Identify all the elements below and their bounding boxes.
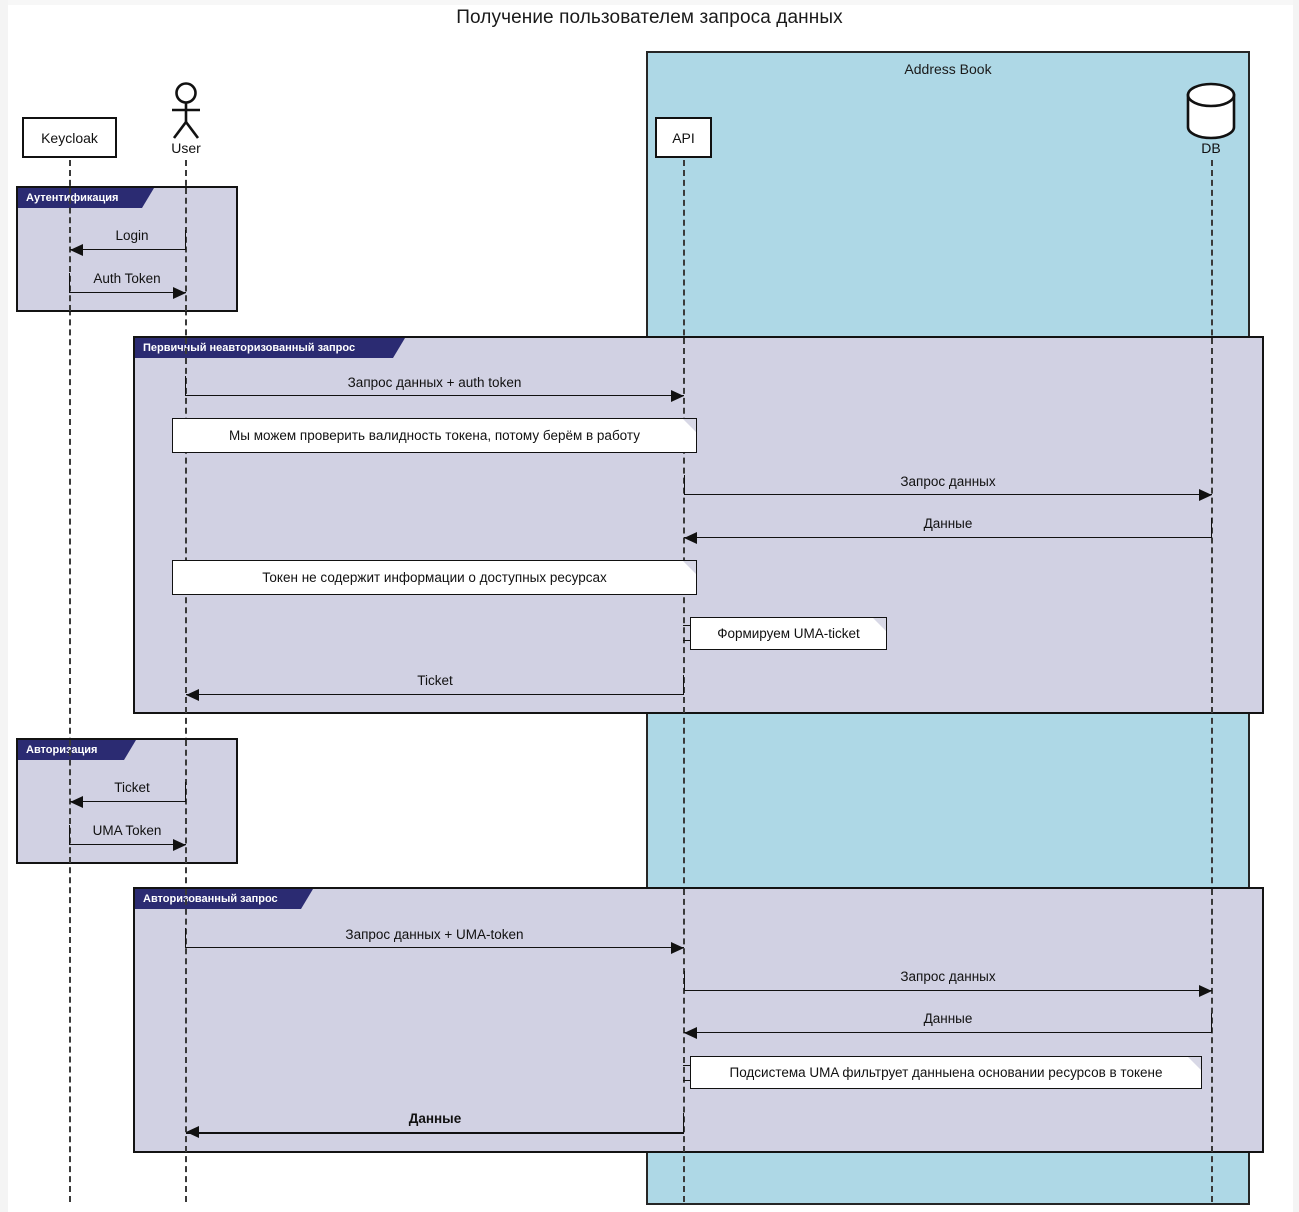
lifeline-user-seg2 — [185, 338, 187, 713]
fragment-initial-unauthorized-request-tag: Первичный неавторизованный запрос — [135, 338, 405, 358]
note-token-validity: Мы можем проверить валидность токена, по… — [172, 418, 697, 453]
message-ticket-to-user-label: Ticket — [417, 673, 453, 688]
lifeline-keycloak — [69, 160, 71, 1202]
participant-api-label: API — [672, 129, 695, 146]
message-db-data-1-arrowhead — [684, 532, 697, 544]
message-uma-token-label: UMA Token — [92, 823, 162, 838]
message-final-data-arrowhead — [186, 1126, 199, 1138]
message-ticket-to-keycloak-arrowhead — [70, 796, 83, 808]
message-db-data-1-stub — [1211, 518, 1212, 538]
message-db-data-2-stub — [1211, 1013, 1212, 1033]
actor-user[interactable] — [160, 82, 212, 140]
participant-api[interactable]: API — [655, 117, 712, 158]
message-db-data-1-label: Данные — [923, 516, 973, 531]
message-db-request-2-arrowhead — [1199, 985, 1212, 997]
message-ticket-to-user-stub — [683, 675, 684, 695]
database-icon — [1186, 82, 1236, 140]
message-login-label: Login — [115, 228, 149, 243]
note-fold-icon — [683, 419, 696, 432]
message-data-request-uma-token-line — [185, 947, 684, 948]
message-db-data-1-line — [684, 537, 1212, 538]
message-data-request-uma-token-arrowhead — [671, 942, 684, 954]
note-token-no-resource-info-text: Токен не содержит информации о доступных… — [262, 570, 607, 585]
lifeline-api-seg2 — [683, 338, 685, 713]
actor-user-icon — [172, 82, 200, 139]
note-fold-icon — [1188, 1057, 1201, 1070]
message-final-data-line — [186, 1132, 684, 1134]
fragment-authentication-tag: Аутентификация — [18, 188, 154, 208]
message-ticket-to-keycloak-stub — [185, 782, 186, 802]
fragment-initial-unauthorized-request: Первичный неавторизованный запрос — [133, 336, 1264, 714]
message-login-stub — [185, 230, 186, 250]
note-uma-filters-data-text: Подсистема UMA фильтрует данныена основа… — [729, 1065, 1163, 1080]
lifeline-api-seg4 — [683, 889, 685, 1152]
note-token-validity-text: Мы можем проверить валидность токена, по… — [229, 428, 640, 443]
message-ticket-to-user-line — [186, 694, 684, 695]
fragment-authorization-tag: Авторизация — [18, 740, 136, 760]
note-form-uma-ticket-text: Формируем UMA-ticket — [717, 626, 860, 641]
participant-db[interactable] — [1184, 82, 1238, 140]
message-data-request-auth-token-stub — [185, 376, 186, 396]
fragment-authorized-request-tag: Авторизованный запрос — [135, 889, 313, 909]
note-fold-icon — [873, 618, 886, 631]
message-auth-token-line — [69, 292, 186, 293]
message-db-data-2-label: Данные — [923, 1011, 973, 1026]
message-data-request-auth-token-label: Запрос данных + auth token — [347, 375, 522, 390]
canvas-left-edge — [0, 0, 8, 1212]
note-uma-filters-data: Подсистема UMA фильтрует данныена основа… — [690, 1056, 1202, 1089]
diagram-title: Получение пользователем запроса данных — [456, 7, 843, 28]
participant-db-label: DB — [1201, 140, 1221, 156]
fragment-authorized-request: Авторизованный запрос — [133, 887, 1264, 1153]
message-final-data-label: Данные — [408, 1111, 462, 1126]
message-login-line — [70, 249, 186, 250]
message-db-request-1-arrowhead — [1199, 489, 1212, 501]
fragment-authentication: Аутентификация — [16, 186, 238, 312]
note-form-uma-ticket: Формируем UMA-ticket — [690, 617, 887, 650]
lifeline-user-seg3 — [185, 740, 187, 863]
note-uma-filter-anchor — [683, 1065, 691, 1081]
message-db-request-1-stub — [684, 475, 685, 495]
message-data-request-uma-token-label: Запрос данных + UMA-token — [345, 927, 524, 942]
canvas-top-edge — [0, 0, 1299, 5]
note-token-no-resource-info: Токен не содержит информации о доступных… — [172, 560, 697, 595]
lifeline-user-seg1 — [185, 188, 187, 311]
message-auth-token-arrowhead — [173, 287, 186, 299]
note-fold-icon — [683, 561, 696, 574]
message-ticket-to-user-arrowhead — [186, 689, 199, 701]
message-ticket-to-keycloak-line — [70, 801, 186, 802]
message-final-data-stub — [683, 1113, 684, 1133]
message-auth-token-stub — [69, 273, 70, 293]
group-address-book-label: Address Book — [904, 61, 992, 77]
message-data-request-auth-token-arrowhead — [671, 390, 684, 402]
canvas-right-edge — [1293, 0, 1299, 1212]
lifeline-db-seg4 — [1211, 889, 1213, 1152]
note-uma-ticket-anchor — [683, 625, 691, 641]
actor-user-label: User — [171, 140, 201, 156]
message-db-request-2-line — [684, 990, 1212, 991]
message-login-arrowhead — [70, 244, 83, 256]
message-auth-token-label: Auth Token — [93, 271, 161, 286]
message-uma-token-arrowhead — [173, 839, 186, 851]
message-db-request-1-label: Запрос данных — [900, 474, 996, 489]
message-uma-token-line — [69, 844, 186, 845]
lifeline-db-seg2 — [1211, 338, 1213, 713]
lifeline-user-seg4 — [185, 889, 187, 1152]
message-db-data-2-line — [684, 1032, 1212, 1033]
message-ticket-to-keycloak-label: Ticket — [114, 780, 150, 795]
participant-keycloak[interactable]: Keycloak — [22, 117, 117, 158]
message-data-request-uma-token-stub — [185, 928, 186, 948]
message-uma-token-stub — [69, 825, 70, 845]
participant-keycloak-label: Keycloak — [41, 129, 98, 146]
message-db-request-2-label: Запрос данных — [900, 969, 996, 984]
message-data-request-auth-token-line — [185, 395, 684, 396]
fragment-authorization: Авторизация — [16, 738, 238, 864]
message-db-data-2-arrowhead — [684, 1027, 697, 1039]
message-db-request-2-stub — [684, 971, 685, 991]
message-db-request-1-line — [684, 494, 1212, 495]
